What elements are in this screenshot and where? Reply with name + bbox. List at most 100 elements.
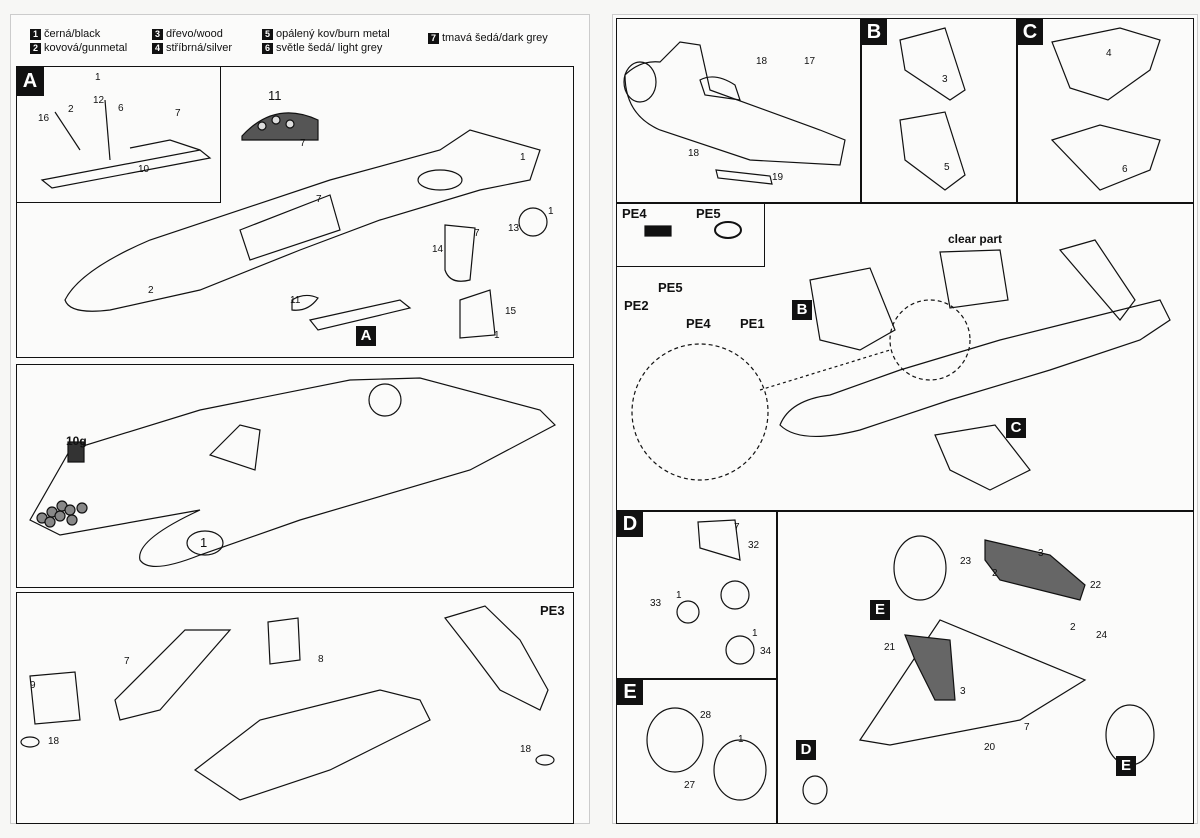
- part-label-18d: 18: [688, 148, 700, 159]
- rear-fuselage-drawing: [193, 689, 431, 801]
- part-label-6b: 6: [1122, 164, 1128, 175]
- tail-unit-drawing: [443, 605, 549, 711]
- legend-text: opálený kov/burn metal: [276, 28, 390, 40]
- zoom-leader-line: [759, 349, 891, 391]
- part-label-1f: 1: [676, 590, 682, 601]
- section-badge-e-right: E: [1116, 756, 1136, 776]
- part-label-5: 5: [944, 162, 950, 173]
- panel-b-wing: [860, 18, 1018, 204]
- panel-main-assembly: [616, 202, 1194, 512]
- legend-text: dřevo/wood: [166, 28, 223, 40]
- gauge-icon: [257, 121, 267, 131]
- part-label-28: 28: [700, 710, 712, 721]
- legend-num: 2: [30, 42, 41, 54]
- part-label-7c: 7: [316, 194, 322, 205]
- part-label-15: 15: [505, 306, 517, 317]
- legend-text: kovová/gunmetal: [44, 42, 128, 54]
- legend-num: 7: [428, 32, 439, 44]
- part-15-seat-drawing: [459, 289, 496, 339]
- rudder-bar-drawing: [54, 111, 81, 151]
- legend-num: 3: [152, 28, 163, 40]
- pe4-part-icon: [644, 225, 672, 237]
- canopy-opening-drawing: [699, 76, 741, 101]
- part-22-drawing: [984, 539, 1086, 601]
- pe5-part-icon: [714, 221, 742, 239]
- part-label-32: 32: [748, 540, 760, 551]
- cockpit-tub-installed-drawing: [308, 299, 412, 331]
- part-label-18c: 18: [756, 56, 768, 67]
- part-32-drawing: [697, 519, 741, 561]
- pe2-label: PE2: [624, 298, 649, 313]
- pe1-label: PE1: [740, 316, 765, 331]
- cockpit-opening-drawing: [239, 194, 341, 261]
- part-28-drawing: [646, 707, 704, 773]
- part-label-7f: 7: [734, 522, 740, 533]
- part-label-2d: 2: [1070, 622, 1076, 633]
- part-label-7d: 7: [474, 228, 480, 239]
- part-9-drawing: [29, 671, 81, 725]
- fuselage-joined-drawing: [29, 377, 556, 568]
- part-label-13: 13: [508, 223, 520, 234]
- part-33-drawing: [676, 600, 700, 624]
- cockpit-floor-drawing: [40, 149, 212, 189]
- part-label-19: 19: [772, 172, 784, 183]
- seat-installed-drawing: [208, 424, 261, 471]
- section-badge-c-main: C: [1006, 418, 1026, 438]
- nose-wheel-drawing: [802, 775, 828, 805]
- part-label-20: 20: [984, 742, 996, 753]
- part-label-4: 4: [1106, 48, 1112, 59]
- part-label-8: 8: [318, 654, 324, 665]
- wing-c-upper-drawing: [1051, 27, 1161, 101]
- clear-part-label: clear part: [948, 232, 1003, 246]
- wing-b-attach-drawing: [809, 267, 896, 351]
- section-badge-c-top: C: [1017, 19, 1043, 45]
- part-label-3c: 3: [960, 686, 966, 697]
- part-label-17: 17: [804, 56, 816, 67]
- part-label-3: 3: [942, 74, 948, 85]
- tail-fin-drawing: [1058, 239, 1136, 321]
- part-label-1e: 1: [200, 535, 208, 550]
- panel-cockpit-assembly: [16, 66, 574, 358]
- part-label-3b: 3: [1038, 548, 1044, 559]
- panel-d-wheels: [616, 510, 778, 680]
- part-label-10: 10: [138, 164, 150, 175]
- part-21-drawing: [904, 634, 956, 701]
- pe5-legend-label: PE5: [696, 206, 721, 221]
- legend-text: černá/black: [44, 28, 101, 40]
- weight-icon: [67, 441, 85, 463]
- main-wheel-drawing: [720, 580, 750, 610]
- section-badge-e: E: [617, 679, 643, 705]
- part-13-disc-drawing: [518, 207, 548, 237]
- part-18-drawing: [20, 736, 40, 748]
- trolley-wheel-left-drawing: [893, 535, 947, 601]
- instrument-panel-drawing: [241, 112, 319, 141]
- clear-canopy-drawing: [939, 249, 1009, 309]
- pe3-label: PE3: [540, 603, 565, 618]
- part-7-drawing: [114, 629, 232, 721]
- cockpit-floor-edge: [129, 139, 201, 151]
- part-label-27: 27: [684, 780, 696, 791]
- legend-num: 4: [152, 42, 163, 54]
- part-label-7b: 7: [300, 138, 306, 149]
- pe4-label: PE4: [686, 316, 711, 331]
- pe5-label: PE5: [658, 280, 683, 295]
- panel-pe-legend: [616, 202, 765, 267]
- part-label-1c: 1: [548, 206, 554, 217]
- wing-b-lower-drawing: [899, 111, 966, 191]
- part-27-drawing: [713, 739, 767, 801]
- section-badge-b-top: B: [861, 19, 887, 45]
- fuselage-half-drawing: [64, 129, 541, 312]
- part-label-1: 1: [95, 72, 101, 83]
- part-label-11: 11: [268, 88, 282, 103]
- panel-c-wing: [1016, 18, 1194, 204]
- part-19-drawing: [715, 169, 773, 185]
- part-label-1h: 1: [738, 734, 744, 745]
